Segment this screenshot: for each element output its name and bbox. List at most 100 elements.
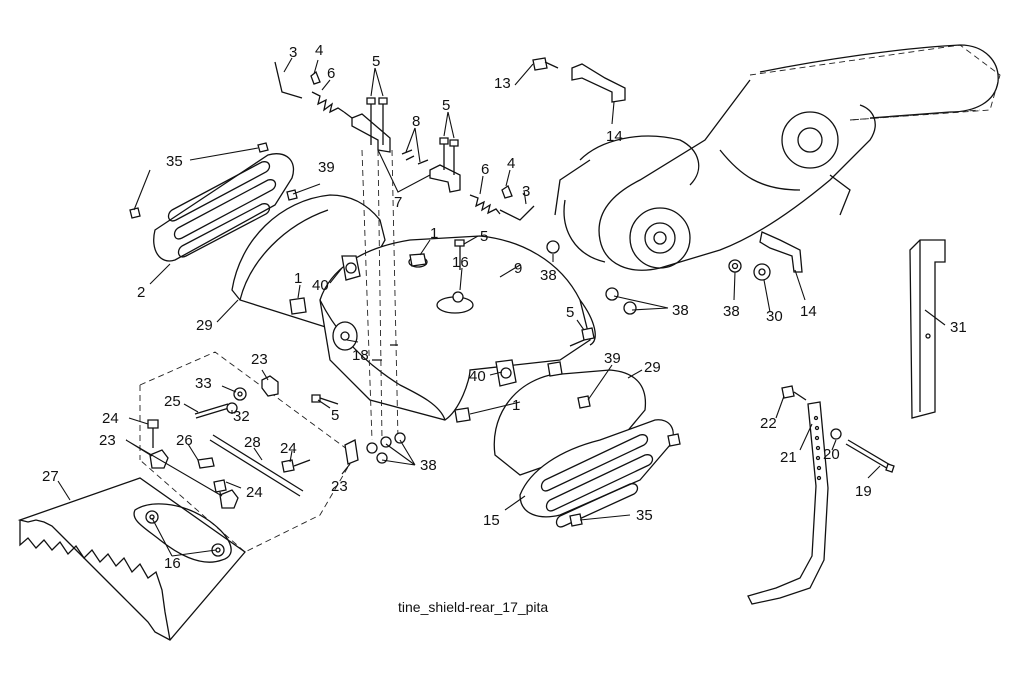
callout-16-flap: 16 [164,555,181,572]
callout-22: 22 [760,415,777,432]
bolt-39-left [286,189,298,201]
bracket-14-upper [571,63,626,103]
spring-6-left [311,91,353,119]
callout-29-left: 29 [196,317,213,334]
callout-3-left: 3 [289,44,297,61]
spring-6-right [469,194,501,215]
side-shield-15 [519,419,674,528]
callout-32: 32 [233,408,250,425]
pin-25 [194,403,230,419]
leader-lines [57,57,946,557]
callout-24-b: 24 [280,440,297,457]
callout-21: 21 [780,449,797,466]
bracket-23-bottom [219,489,239,509]
nut-30 [753,263,771,281]
side-plate-29-right [493,369,647,476]
callout-4-left: 4 [315,42,323,59]
callout-24-a: 24 [102,410,119,427]
bracket-14-lower [759,231,803,273]
callout-8: 8 [412,113,420,130]
washer-16-shield [452,291,464,303]
drag-stake-31 [909,239,946,419]
clip-1-rightshield [547,361,563,377]
callout-30: 30 [766,308,783,325]
rod-3-right [499,205,535,221]
callout-1-left: 1 [294,270,302,287]
callout-19: 19 [855,483,872,500]
callout-14-upper: 14 [606,128,623,145]
diagram-caption: tine_shield-rear_17_pita [398,599,548,615]
pins-8 [401,149,429,165]
callout-14-lower: 14 [800,303,817,320]
callout-23-left: 23 [99,432,116,449]
clip-1-right [454,407,471,423]
callout-35-right: 35 [636,507,653,524]
callout-24-c: 24 [246,484,263,501]
callout-38-bottom: 38 [420,457,437,474]
latch-4-right [501,185,513,199]
callout-39-left: 39 [318,159,335,176]
callout-38-mid: 38 [540,267,557,284]
bolt-13 [532,57,559,71]
callout-33: 33 [195,375,212,392]
rod-28 [209,434,304,497]
flap-27 [17,477,246,641]
callout-6-left: 6 [327,65,335,82]
bolt-39-right [577,395,591,409]
nuts-38-bottom [366,432,406,464]
bolt-5-shield [454,239,465,270]
nuts-38-mid [546,240,637,315]
callout-5-lower: 5 [331,407,339,424]
callout-35-left: 35 [166,153,183,170]
bolt-22 [781,385,807,401]
mount-rods [361,149,399,441]
pin-19 [845,439,895,473]
bolt-24-a [147,419,159,448]
bearing-40-left [341,255,361,281]
rod-3-left [274,61,303,99]
bolts-35-right [569,433,681,527]
tiller-transmission-housing [554,44,1001,271]
nut-38-right [728,259,742,273]
callout-5-shield: 5 [480,228,488,245]
callout-28: 28 [244,434,261,451]
bolt-24-b [281,459,311,473]
lower-assembly-outline [139,351,356,553]
callout-3-right: 3 [522,183,530,200]
callout-5-top-right: 5 [442,97,450,114]
bearing-40-right [495,359,517,387]
callout-18: 18 [352,347,369,364]
washer-18 [332,321,358,351]
callout-31: 31 [950,319,967,336]
callout-23-top: 23 [251,351,268,368]
side-shield-2 [153,153,295,262]
bracket-23-top [261,375,279,397]
callout-40-left: 40 [312,277,329,294]
callout-23-bottom: 23 [331,478,348,495]
callout-15: 15 [483,512,500,529]
nut-20 [830,428,842,440]
bracket-23-mid [344,439,359,465]
depth-bar-21 [747,401,829,605]
callout-29-right: 29 [644,359,661,376]
callout-6-right: 6 [481,161,489,178]
callout-40-right: 40 [469,368,486,385]
callout-26: 26 [176,432,193,449]
bolts-5-top [366,97,459,175]
callout-1-right: 1 [512,397,520,414]
latch-4-left [310,70,321,85]
callout-5-right-upper: 5 [566,304,574,321]
callout-39-right: 39 [604,350,621,367]
bolts-35-left [129,142,269,219]
bolt-5-right-upper [569,327,595,347]
callout-1-top: 1 [430,225,438,242]
callout-25: 25 [164,393,181,410]
callout-7: 7 [394,194,402,211]
callout-13: 13 [494,75,511,92]
callout-2: 2 [137,284,145,301]
clip-1-left [289,297,307,315]
callout-38-right-group: 38 [672,302,689,319]
washer-33 [233,387,247,401]
callout-16-shield: 16 [452,254,469,271]
